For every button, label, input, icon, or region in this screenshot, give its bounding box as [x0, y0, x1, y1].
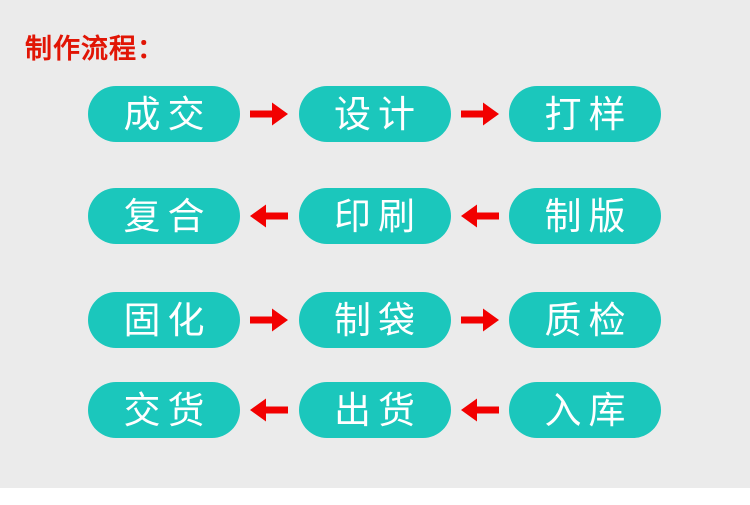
arrow-right-icon: [460, 98, 500, 130]
arrow-left-icon: [249, 200, 289, 232]
page-title: 制作流程：: [25, 34, 165, 64]
arrow-right-icon: [249, 304, 289, 336]
flow-step-pill: 印刷: [298, 188, 451, 244]
arrow-left-icon: [249, 394, 289, 426]
flow-step-pill: 固化: [88, 292, 240, 348]
arrow-right-icon: [460, 304, 500, 336]
flow-step-pill: 设计: [298, 86, 451, 142]
arrow-right-icon: [249, 98, 289, 130]
flow-row-3: 固化 制袋 质检: [88, 292, 661, 348]
flow-step-pill: 打样: [509, 86, 661, 142]
flow-step-pill: 复合: [88, 188, 240, 244]
arrow-left-icon: [460, 394, 500, 426]
flow-step-pill: 出货: [298, 382, 451, 438]
flow-step-pill: 成交: [88, 86, 240, 142]
flow-step-pill: 质检: [509, 292, 661, 348]
footer-strip: [0, 488, 750, 505]
flow-row-1: 成交 设计 打样: [88, 86, 661, 142]
flow-step-pill: 入库: [509, 382, 661, 438]
arrow-left-icon: [460, 200, 500, 232]
flow-step-pill: 制袋: [298, 292, 451, 348]
flow-row-4: 交货 出货 入库: [88, 382, 661, 438]
flow-row-2: 复合 印刷 制版: [88, 188, 661, 244]
flow-step-pill: 制版: [509, 188, 661, 244]
flow-step-pill: 交货: [88, 382, 240, 438]
